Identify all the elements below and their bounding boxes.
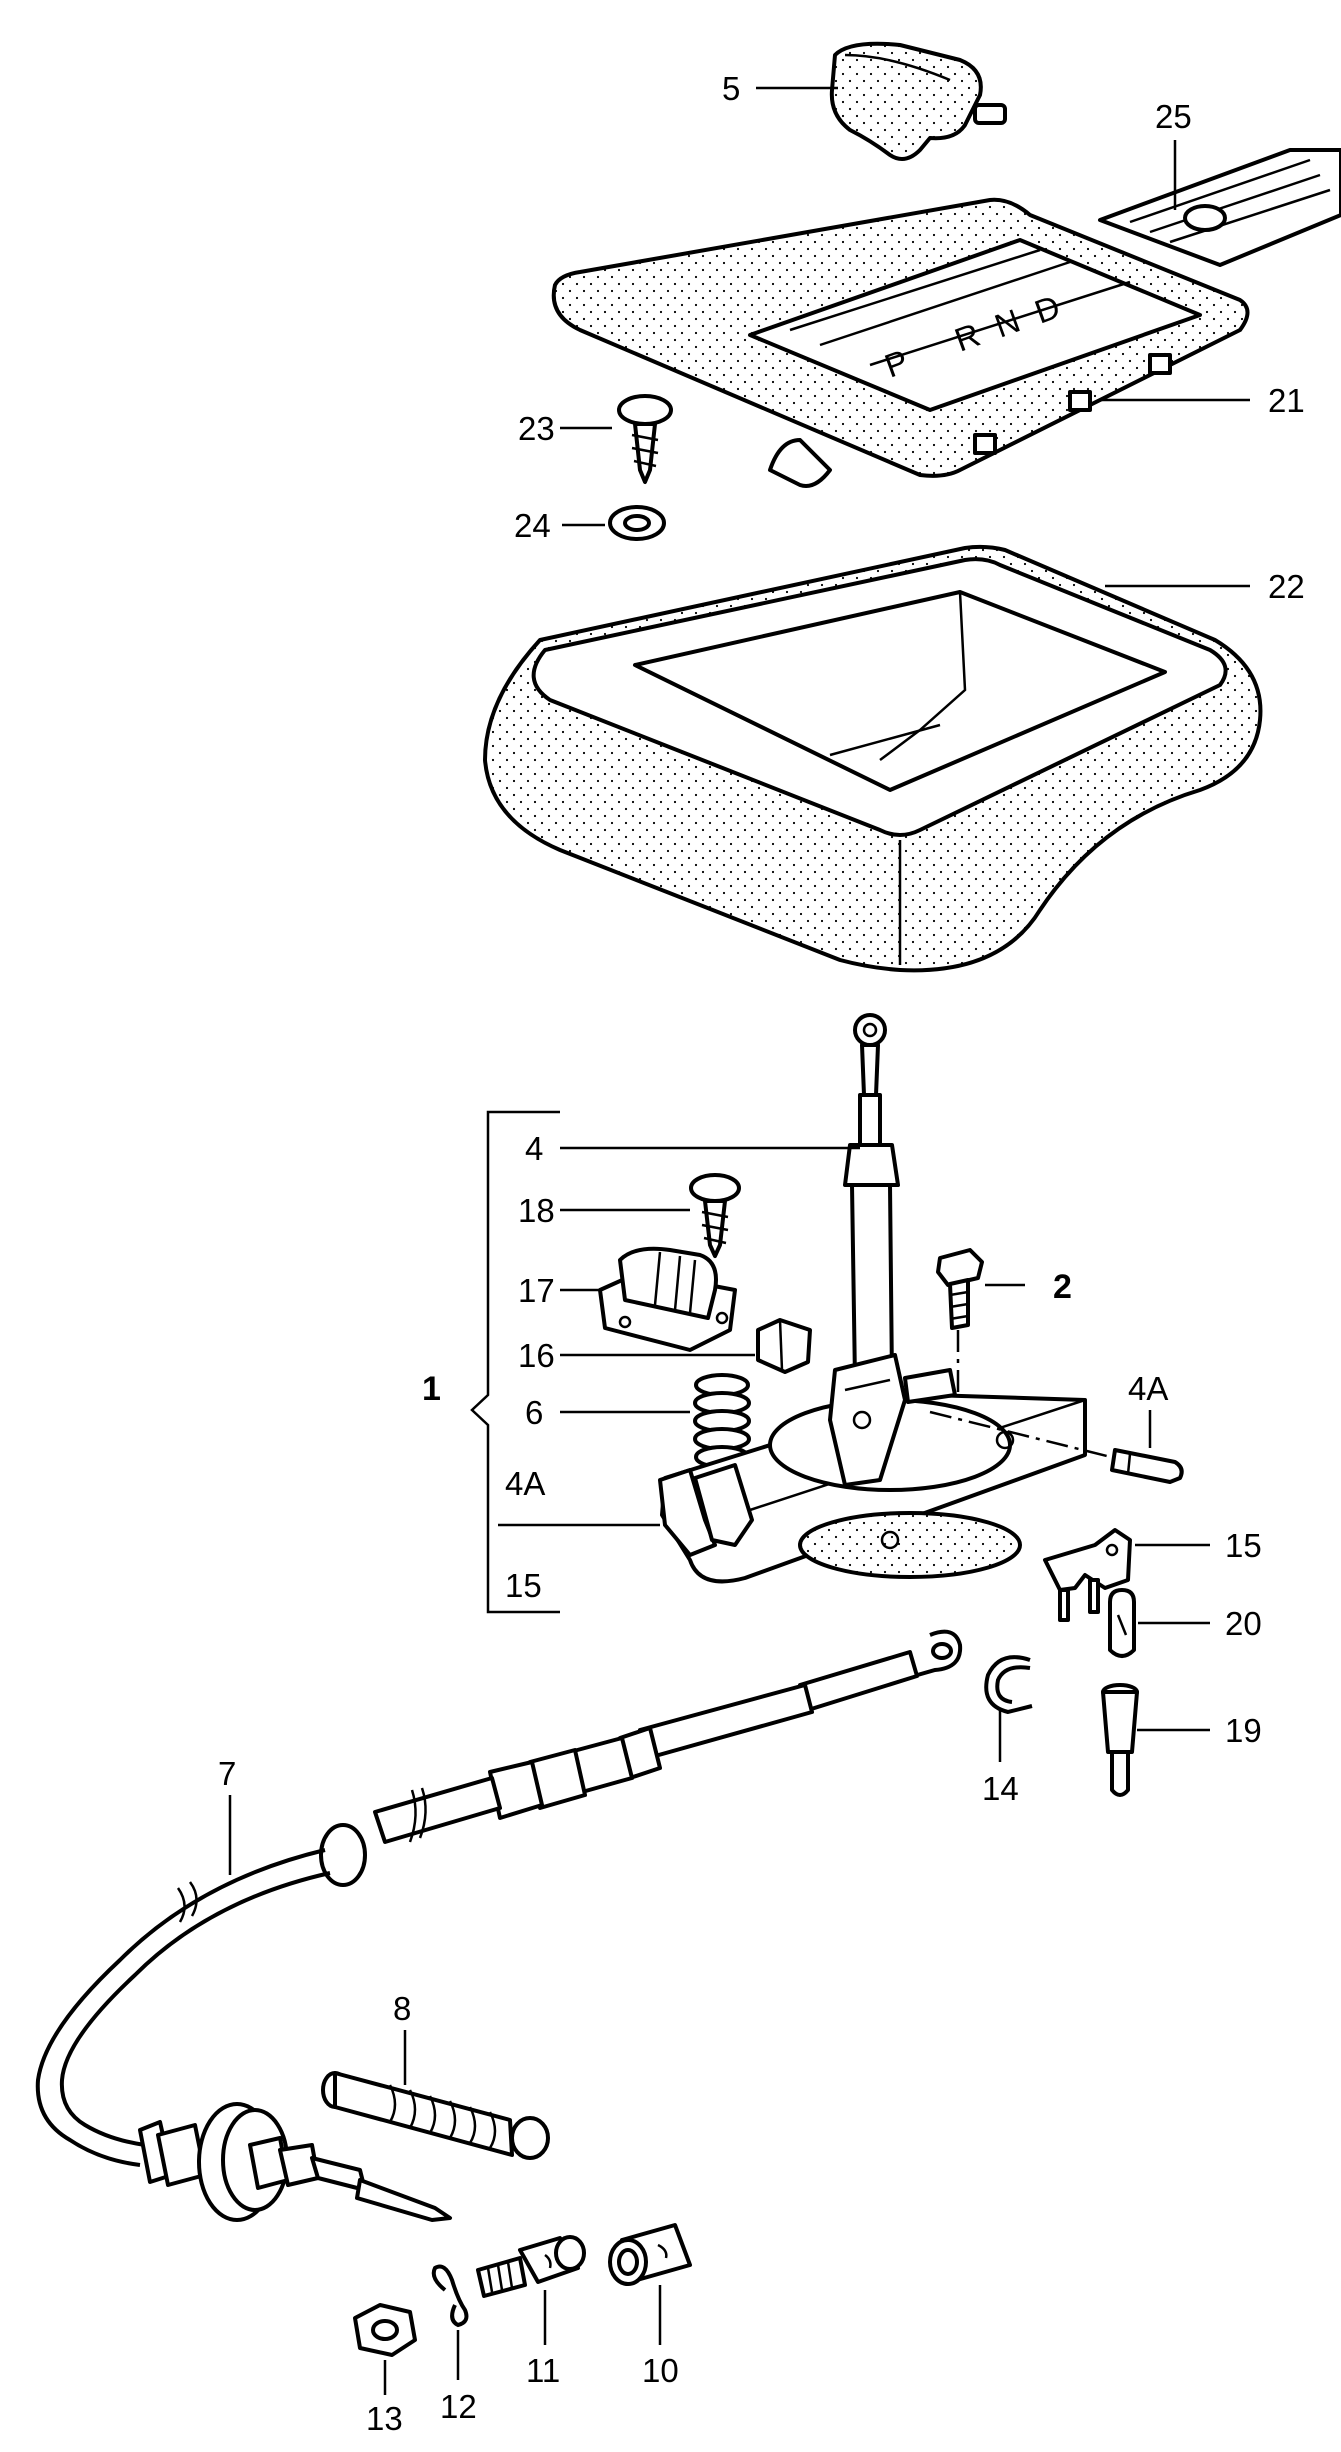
label-8: 8: [393, 1990, 411, 2027]
label-10: 10: [642, 2352, 679, 2389]
label-24: 24: [514, 507, 551, 544]
part-16-block: [756, 1318, 812, 1374]
label-4: 4: [525, 1130, 543, 1167]
label-18: 18: [518, 1192, 555, 1229]
label-1: 1: [422, 1370, 441, 1408]
part-24-washer: [608, 505, 666, 541]
part-7-selector-cable: [35, 1629, 963, 2222]
label-4a-right: 4A: [1128, 1370, 1168, 1407]
part-17-solenoid: [598, 1246, 737, 1352]
part-13-hex-nut: [353, 2303, 417, 2357]
label-16: 16: [518, 1337, 555, 1374]
label-4a-left: 4A: [505, 1465, 545, 1502]
part-23-screw: [617, 394, 673, 484]
part-4-selector-lever: [843, 1013, 900, 1382]
part-8-threaded-adjuster: [321, 2071, 550, 2160]
part-19-bulb-holder: [1101, 1683, 1139, 1797]
part-4a-pin: [929, 1410, 1184, 1484]
label-21: 21: [1268, 382, 1305, 419]
label-12: 12: [440, 2388, 477, 2425]
label-17: 17: [518, 1272, 555, 1309]
part-22-console-housing: [483, 544, 1263, 973]
label-2: 2: [1053, 1268, 1072, 1306]
part-18-screw: [689, 1173, 741, 1258]
label-20: 20: [1225, 1605, 1262, 1642]
label-25: 25: [1155, 98, 1192, 135]
part-11-pin: [476, 2235, 586, 2298]
label-7: 7: [218, 1755, 236, 1792]
label-13: 13: [366, 2400, 403, 2437]
part-1-selector-base: [658, 1353, 1087, 1584]
part-12-spring-clip: [431, 2264, 469, 2328]
part-10-sleeve: [608, 2223, 692, 2286]
part-2-bolt: [936, 1248, 984, 1392]
label-15-right: 15: [1225, 1527, 1262, 1564]
part-6-spring: [693, 1373, 751, 1469]
leader-lines: [228, 86, 1250, 2395]
label-11: 11: [526, 2352, 560, 2389]
label-14: 14: [982, 1770, 1019, 1807]
part-25-scale-strip: [1098, 148, 1341, 267]
part-14-circlip: [984, 1655, 1033, 1715]
label-22: 22: [1268, 568, 1305, 605]
part-15-clip: [1043, 1528, 1132, 1622]
label-19: 19: [1225, 1712, 1262, 1749]
part-labels: 5 25 21 23 24 22 4 18 2 17 16 1 4A 6 4A …: [218, 70, 1305, 2437]
part-5-selector-knob: [829, 41, 1007, 161]
part-20-bulb: [1108, 1588, 1136, 1658]
label-5: 5: [722, 70, 740, 107]
label-15-left: 15: [505, 1567, 542, 1604]
assembly-bracket: [470, 1110, 560, 1614]
label-6: 6: [525, 1394, 543, 1431]
label-23: 23: [518, 410, 555, 447]
part-21-cover-plate: [551, 197, 1250, 488]
